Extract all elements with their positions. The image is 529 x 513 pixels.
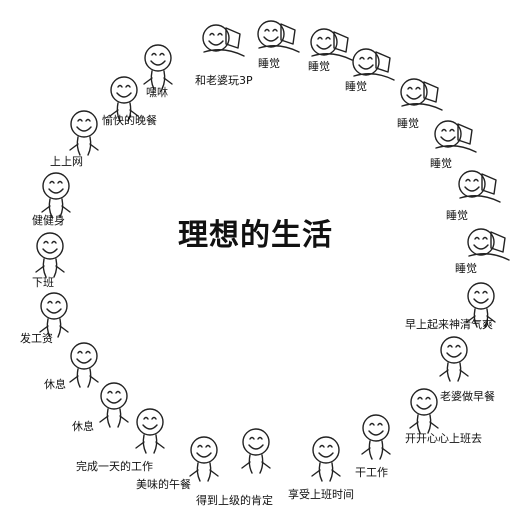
- smiley-face-icon: [143, 44, 173, 90]
- cycle-label: 愉快的晚餐: [102, 114, 157, 127]
- cycle-label: 和老婆玩3P: [195, 74, 253, 87]
- smiley-face-icon: [310, 28, 353, 61]
- smiley-face-icon: [400, 78, 443, 111]
- smiley-face-icon: [455, 222, 515, 282]
- smiley-face-icon: [135, 408, 165, 454]
- cycle-label: 完成一天的工作: [76, 460, 153, 473]
- smiley-face-icon: [466, 282, 496, 328]
- smiley-face-icon: [311, 436, 341, 482]
- smiley-face-icon: [439, 336, 469, 382]
- smiley-face-icon: [388, 72, 448, 132]
- cycle-label: 美味的午餐: [136, 478, 191, 491]
- smiley-face-icon: [300, 430, 360, 490]
- cycle-label: 睡觉: [455, 262, 477, 275]
- smiley-face-icon: [35, 232, 65, 278]
- cycle-label: 睡觉: [446, 209, 468, 222]
- smiley-face-icon: [257, 20, 300, 53]
- smiley-face-icon: [446, 164, 506, 224]
- smiley-face-icon: [361, 414, 391, 460]
- cycle-label: 老婆做早餐: [440, 390, 495, 403]
- smiley-face-icon: [28, 286, 88, 346]
- cycle-label: 睡觉: [345, 80, 367, 93]
- cycle-label: 休息: [44, 378, 66, 391]
- smiley-face-icon: [30, 166, 90, 226]
- smiley-face-icon: [58, 104, 118, 164]
- cycle-label: 上上网: [50, 155, 83, 168]
- smiley-face-icon: [298, 22, 358, 82]
- smiley-face-icon: [352, 48, 395, 81]
- smiley-face-icon: [24, 226, 84, 286]
- smiley-face-icon: [340, 42, 400, 102]
- smiley-face-icon: [189, 436, 219, 482]
- smiley-face-icon: [422, 114, 482, 174]
- smiley-face-icon: [230, 422, 290, 482]
- smiley-face-icon: [409, 388, 439, 434]
- smiley-face-icon: [458, 170, 501, 203]
- page-title: 理想的生活: [178, 218, 333, 253]
- smiley-face-icon: [98, 70, 158, 130]
- cycle-label: 健健身: [32, 214, 65, 227]
- cycle-label: 开开心心上班去: [405, 432, 482, 445]
- smiley-face-icon: [241, 428, 271, 474]
- cycle-label: 休息: [72, 420, 94, 433]
- smiley-face-icon: [350, 408, 410, 468]
- smiley-face-icon: [99, 382, 129, 428]
- cycle-label: 嘿咻: [146, 86, 168, 99]
- smiley-face-icon: [178, 430, 238, 490]
- smiley-face-icon: [190, 18, 250, 78]
- smiley-face-icon: [245, 14, 305, 74]
- smiley-face-icon: [41, 172, 71, 218]
- smiley-face-icon: [132, 38, 192, 98]
- cycle-label: 睡觉: [397, 117, 419, 130]
- cycle-label: 睡觉: [308, 60, 330, 73]
- smiley-face-icon: [398, 382, 458, 442]
- smiley-face-icon: [202, 24, 245, 57]
- cycle-label: 发工资: [20, 332, 53, 345]
- smiley-face-icon: [467, 228, 510, 261]
- cycle-label: 干工作: [355, 466, 388, 479]
- smiley-face-icon: [124, 402, 184, 462]
- cycle-label: 早上起来神清气爽: [405, 318, 493, 331]
- cycle-label: 享受上班时间: [288, 488, 354, 501]
- cycle-label: 得到上级的肯定: [196, 494, 273, 507]
- smiley-face-icon: [88, 376, 148, 436]
- smiley-face-icon: [69, 342, 99, 388]
- smiley-face-icon: [58, 336, 118, 396]
- smiley-face-icon: [428, 330, 488, 390]
- cycle-label: 下班: [32, 276, 54, 289]
- cycle-label: 睡觉: [430, 157, 452, 170]
- smiley-face-icon: [455, 276, 515, 336]
- smiley-face-icon: [434, 120, 477, 153]
- smiley-face-icon: [39, 292, 69, 338]
- smiley-face-icon: [69, 110, 99, 156]
- cycle-label: 睡觉: [258, 57, 280, 70]
- smiley-face-icon: [109, 76, 139, 122]
